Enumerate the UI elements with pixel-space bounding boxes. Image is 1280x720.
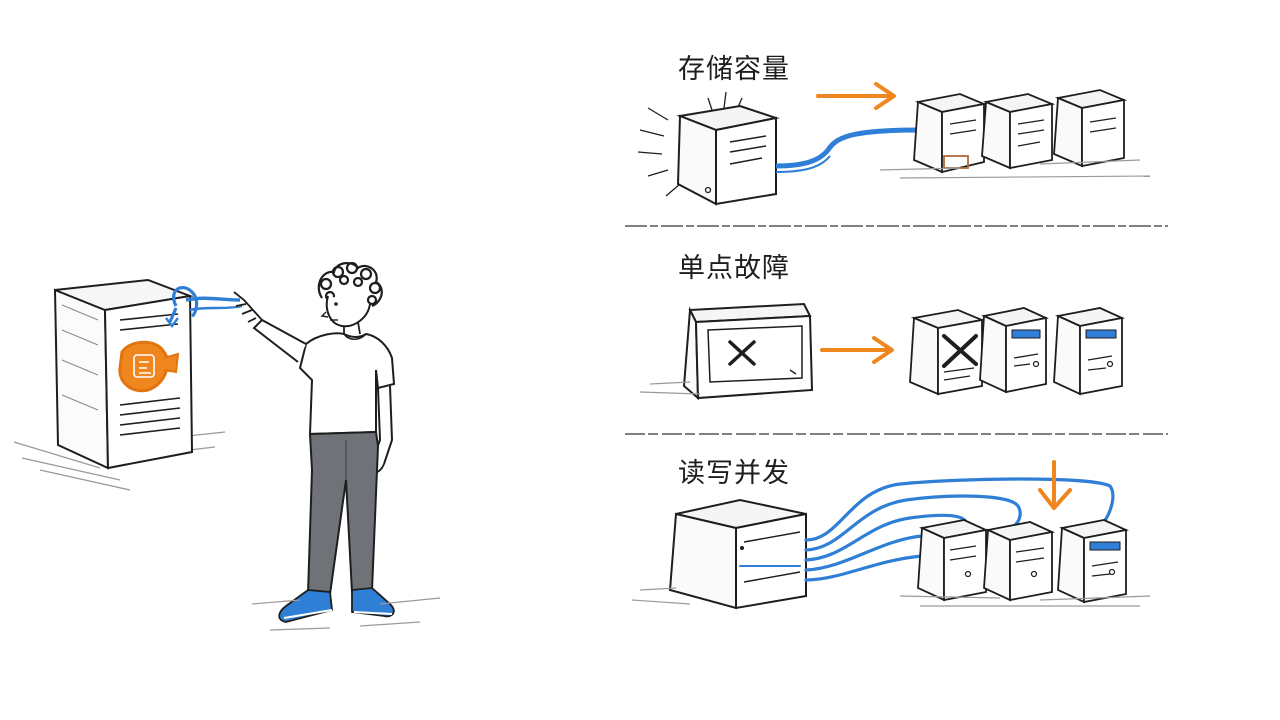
panel-concurrency xyxy=(631,460,1151,610)
panel-title-storage: 存储容量 xyxy=(678,54,790,85)
server-icon xyxy=(981,93,1056,170)
x-mark-icon xyxy=(942,334,978,368)
panel-spof xyxy=(639,302,1125,401)
server-icon xyxy=(1057,519,1129,604)
server-icon xyxy=(983,521,1055,602)
sneakers xyxy=(278,587,395,623)
server-icon xyxy=(979,307,1049,394)
server-icon xyxy=(913,93,988,174)
server-icon xyxy=(1053,89,1128,168)
cable-bundle xyxy=(739,477,1115,582)
panel-title-concurrency: 读写并发 xyxy=(678,458,790,489)
panel-title-spof: 单点故障 xyxy=(678,253,790,284)
panel-storage xyxy=(637,82,1151,206)
server-icon xyxy=(1053,307,1125,396)
person xyxy=(233,261,441,631)
large-server xyxy=(13,278,243,491)
x-mark-icon xyxy=(728,340,756,366)
server-icon xyxy=(909,309,986,396)
server-icon xyxy=(917,519,989,602)
orange-data-badge xyxy=(118,340,180,393)
